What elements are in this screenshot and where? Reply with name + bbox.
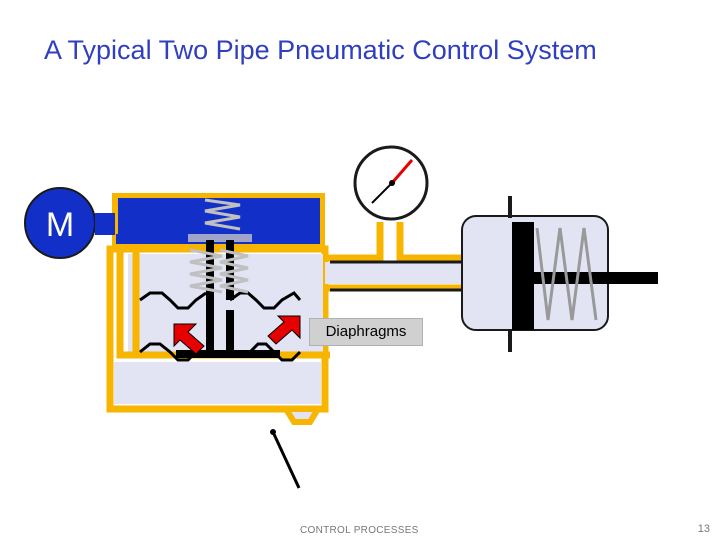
pressure-gauge xyxy=(353,145,429,221)
footer-label: CONTROL PROCESSES xyxy=(300,525,419,536)
force-arrow-left xyxy=(173,323,205,355)
motor-label: M xyxy=(46,206,74,244)
controller-body xyxy=(106,245,330,425)
stem-spring-right xyxy=(219,248,249,294)
stem-spring-left xyxy=(189,248,223,294)
slide-title: A Typical Two Pipe Pneumatic Control Sys… xyxy=(44,35,597,65)
diaphragms-label: Diaphragms xyxy=(309,318,423,346)
page-number: 13 xyxy=(697,523,710,535)
force-arrow-right xyxy=(267,315,301,345)
supply-chamber xyxy=(95,193,325,249)
supply-spring xyxy=(204,198,241,231)
exhaust-lever xyxy=(270,429,301,489)
motor: M xyxy=(24,187,96,259)
output-pipes xyxy=(325,222,462,292)
actuator xyxy=(461,196,658,352)
actuator-spring xyxy=(535,227,598,321)
